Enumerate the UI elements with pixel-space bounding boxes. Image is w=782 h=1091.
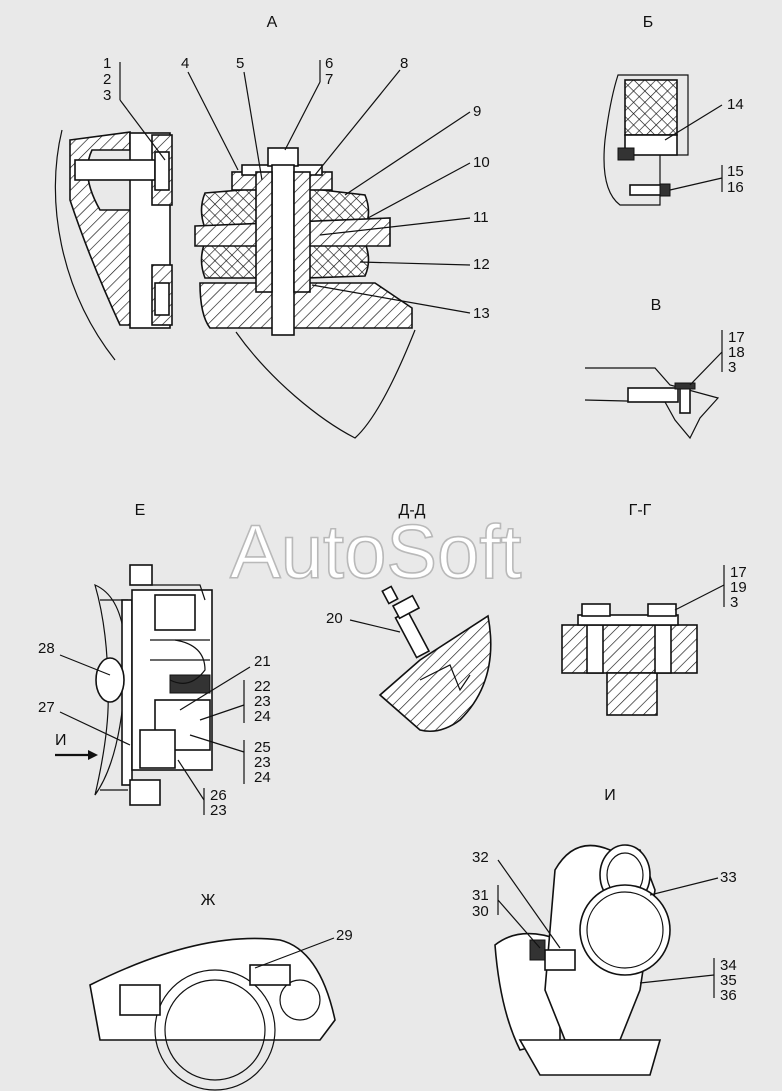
label-25: 25 (254, 739, 271, 756)
view-zh: Ж 29 (89, 892, 353, 1091)
label-24b: 24 (254, 769, 271, 786)
label-35: 35 (720, 972, 737, 989)
label-14: 14 (727, 96, 744, 113)
label-12: 12 (473, 256, 490, 273)
label-27: 27 (38, 699, 55, 716)
label-26: 26 (210, 787, 227, 804)
arrow-label: И (55, 732, 67, 749)
label-20: 20 (326, 610, 343, 627)
label-2: 2 (103, 71, 111, 88)
label-13: 13 (473, 305, 490, 322)
view-v-title: В (651, 297, 662, 314)
view-b-title: Б (643, 14, 654, 31)
label-7: 7 (325, 71, 333, 88)
label-22: 22 (254, 678, 271, 695)
label-34: 34 (720, 957, 737, 974)
label-g17: 17 (730, 564, 747, 581)
label-11: 11 (473, 209, 489, 226)
view-e: Е И 28 27 21 22 23 24 25 (38, 502, 271, 819)
label-v17: 17 (728, 329, 745, 346)
label-16: 16 (727, 179, 744, 196)
label-9: 9 (473, 103, 481, 120)
label-23a: 23 (254, 693, 271, 710)
view-i: И 32 31 30 33 34 35 36 (472, 787, 737, 1076)
label-24a: 24 (254, 708, 271, 725)
label-23b: 23 (254, 754, 271, 771)
view-b: Б 14 15 16 (603, 14, 744, 206)
label-10: 10 (473, 154, 490, 171)
label-4: 4 (181, 55, 189, 72)
label-v3: 3 (728, 359, 736, 376)
label-1: 1 (103, 55, 111, 72)
label-v18: 18 (728, 344, 745, 361)
view-gg-title: Г-Г (629, 502, 652, 519)
label-g3: 3 (730, 594, 738, 611)
label-6: 6 (325, 55, 333, 72)
view-gg: Г-Г 17 19 3 (561, 502, 747, 716)
view-v: В 17 18 3 (584, 297, 745, 440)
label-36: 36 (720, 987, 737, 1004)
label-23c: 23 (210, 802, 227, 819)
label-8: 8 (400, 55, 408, 72)
label-28: 28 (38, 640, 55, 657)
view-a: А (54, 14, 490, 439)
label-5: 5 (236, 55, 244, 72)
view-i-title: И (604, 787, 616, 804)
label-30: 30 (472, 903, 489, 920)
label-33: 33 (720, 869, 737, 886)
label-g19: 19 (730, 579, 747, 596)
view-dd-title: Д-Д (399, 502, 426, 519)
label-3: 3 (103, 87, 111, 104)
view-dd: Д-Д 20 (326, 502, 492, 733)
label-32: 32 (472, 849, 489, 866)
label-15: 15 (727, 163, 744, 180)
view-zh-title: Ж (201, 892, 216, 909)
label-21: 21 (254, 653, 271, 670)
label-29: 29 (336, 927, 353, 944)
label-31: 31 (472, 887, 489, 904)
view-a-title: А (267, 14, 278, 31)
view-e-title: Е (135, 502, 146, 519)
watermark: AutoSoft (230, 510, 522, 595)
